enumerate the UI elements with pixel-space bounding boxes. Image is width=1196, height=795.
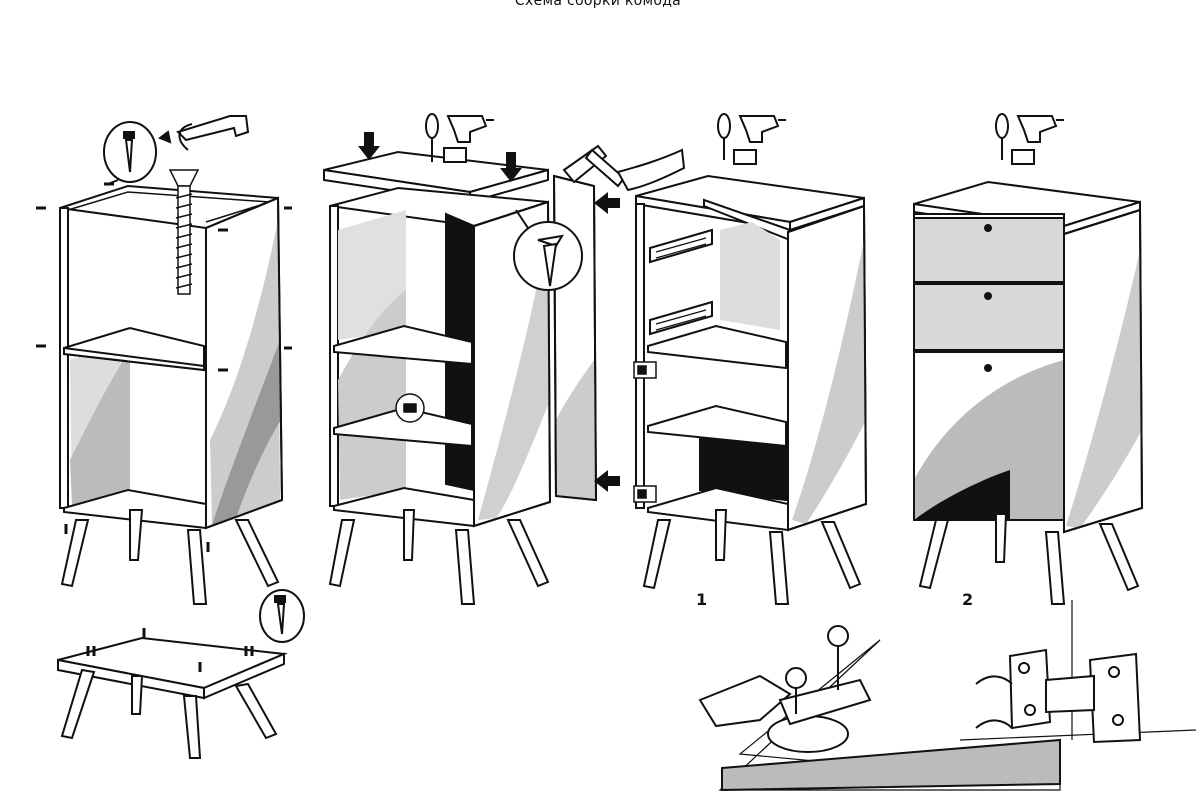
hammer-icon [562,144,686,192]
base-frame [57,628,288,759]
screw-callout-icon [259,589,305,643]
cabinet-step-b [323,150,598,605]
screwdriver-icon [425,113,439,162]
hinge-detail-2 [959,600,1196,744]
screwdriver-icon [995,113,1009,160]
confirmat-screw [168,169,200,295]
step-label-2: 2 [962,590,974,609]
screwdriver-icon [717,113,731,160]
drill-icon [443,115,494,163]
hex-key-icon [157,115,250,151]
cabinet-step-1 [635,174,868,605]
hinge-detail-1 [698,625,1061,792]
diagram-title: Схема сборки комода [514,0,682,9]
cabinet-frame-step-a [36,182,292,605]
drill-icon [733,115,786,165]
screw-callout-icon [103,121,157,185]
arrow-icon [358,132,620,492]
hinge-icon [633,361,657,503]
shelf-pin-callout [395,393,425,423]
screw-callout-icon [513,209,583,291]
step-label-1: 1 [696,590,708,609]
drill-icon [1011,115,1064,165]
cabinet-step-2 [913,180,1144,605]
